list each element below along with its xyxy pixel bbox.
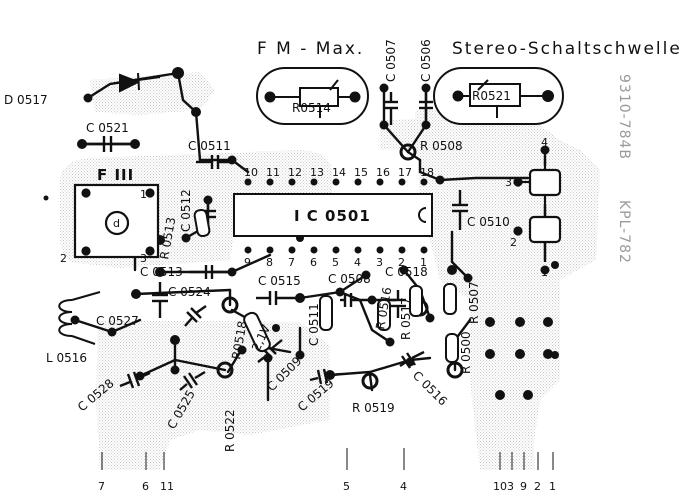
- label-r0508: R 0508: [420, 139, 463, 153]
- stereo-threshold-title: Stereo-Schaltschwelle: [452, 39, 682, 59]
- ic-pin-top-16: 16: [376, 166, 390, 179]
- label-c0510: C 0510: [467, 215, 510, 229]
- label-c0516: C 0516: [410, 368, 450, 408]
- ic-0501-body: [233, 193, 433, 237]
- f3-pin-1: 1: [140, 188, 147, 201]
- label-c0515: C 0515: [258, 274, 301, 288]
- label-r0514: R0514: [292, 101, 331, 115]
- terminal-label-4: 4: [400, 480, 407, 493]
- label-r0522: R 0522: [223, 409, 237, 452]
- ic-pin-top-10: 10: [244, 166, 258, 179]
- ic-pin-bottom-5: 5: [332, 256, 339, 269]
- terminal-label-10: 10: [493, 480, 507, 493]
- resistors: [193, 208, 459, 363]
- label-c0521: C 0521: [86, 121, 129, 135]
- ic-pin-labels: 10 11 12 13 14 15 16 17 18 9 8 7 6 5 4 3 2 1: [244, 166, 434, 269]
- ic-pin-top-18: 18: [420, 166, 434, 179]
- ic-pin-bottom-9: 9: [244, 256, 251, 269]
- f3-pin-3: 3: [140, 252, 147, 265]
- right-coil-assembly: [513, 160, 562, 262]
- coil-f3: [73, 183, 160, 259]
- trimmer-r0514: [256, 67, 369, 125]
- ic-pin-bottom-1: 1: [420, 256, 427, 269]
- ic-pin-top-14: 14: [332, 166, 346, 179]
- terminal-label-3: 3: [507, 480, 514, 493]
- label-f3: F III: [97, 166, 134, 184]
- terminal-label-6: 6: [142, 480, 149, 493]
- terminal-label-7: 7: [98, 480, 105, 493]
- ic-pin-bottom-7: 7: [288, 256, 295, 269]
- trimmer-r0521: [433, 67, 564, 125]
- right-coil-pin-1: 1: [541, 266, 548, 279]
- ic-pin-bottom-3: 3: [376, 256, 383, 269]
- side-part-number: 9310-784B: [616, 74, 632, 160]
- label-r0500: R 0500: [459, 331, 473, 374]
- right-coil-pin-3: 3: [505, 176, 512, 189]
- label-c0511-top: C 0511: [188, 139, 231, 153]
- label-r0517: R 0517: [399, 297, 413, 340]
- ic-0501-pins: [244, 178, 428, 254]
- f3-core-label: d: [113, 217, 120, 230]
- ic-pin-top-17: 17: [398, 166, 412, 179]
- label-c0512: C 0512: [179, 189, 193, 232]
- label-c0513: C 0513: [140, 265, 183, 279]
- label-c0511-low: C 0511: [307, 303, 321, 346]
- label-ic0501: I C 0501: [294, 207, 371, 225]
- label-r0521: R0521: [472, 89, 511, 103]
- label-l0516: L 0516: [46, 351, 87, 365]
- label-c0524: C 0524: [168, 285, 211, 299]
- ic-pin-bottom-4: 4: [354, 256, 361, 269]
- f3-pin-2: 2: [60, 252, 67, 265]
- right-coil-pin-4: 4: [541, 136, 548, 149]
- terminal-label-2: 2: [534, 480, 541, 493]
- label-c0508: C 0508: [328, 272, 371, 286]
- label-r0507: R 0507: [467, 281, 481, 324]
- terminal-legs: [101, 448, 554, 470]
- side-board-code: KPL-782: [616, 200, 632, 264]
- terminal-label-9: 9: [520, 480, 527, 493]
- label-r0519: R 0519: [352, 401, 395, 415]
- terminal-label-11: 11: [160, 480, 174, 493]
- ic-pin-top-12: 12: [288, 166, 302, 179]
- ic-pin-bottom-8: 8: [266, 256, 273, 269]
- label-c0506: C 0506: [419, 39, 433, 82]
- ic-pin-top-15: 15: [354, 166, 368, 179]
- label-c0527: C 0527: [96, 314, 139, 328]
- right-coil-pin-2: 2: [510, 236, 517, 249]
- label-c0507: C 0507: [384, 39, 398, 82]
- inductor-l0516: [58, 291, 101, 345]
- diode-d0517: [109, 72, 161, 93]
- terminal-label-5: 5: [343, 480, 350, 493]
- ic-pin-top-11: 11: [266, 166, 280, 179]
- ic-pin-bottom-6: 6: [310, 256, 317, 269]
- label-r0516: R 0516: [373, 286, 394, 330]
- fm-max-title: F M - Max.: [257, 39, 364, 59]
- ic-pin-top-13: 13: [310, 166, 324, 179]
- terminal-label-1: 1: [549, 480, 556, 493]
- label-c0518: C 0518: [385, 265, 428, 279]
- ic-pin-bottom-2: 2: [398, 256, 405, 269]
- label-d0517: D 0517: [4, 93, 48, 107]
- label-r0518: R0518: [229, 320, 250, 361]
